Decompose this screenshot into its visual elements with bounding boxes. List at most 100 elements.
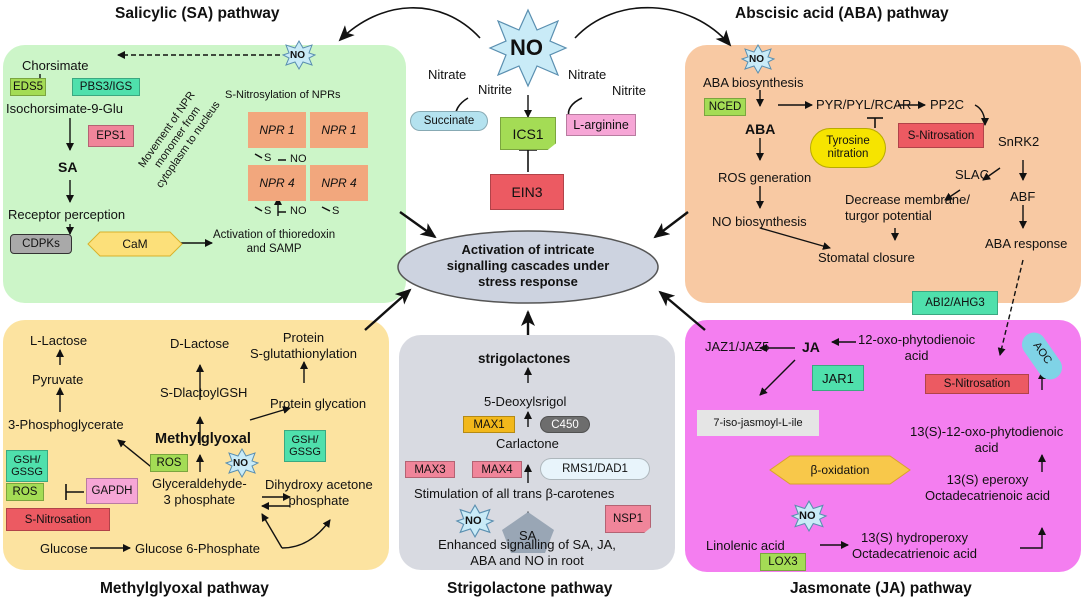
g3p-line-1: Glyceraldehyde-	[152, 476, 247, 491]
cdpks-box: CDPKs	[10, 234, 72, 254]
curved-arrow-no-sa	[338, 7, 481, 42]
no-biosynthesis: NO biosynthesis	[712, 214, 807, 229]
ja-snitrosation-box: S-Nitrosation	[925, 374, 1029, 394]
pp2c: PP2C	[930, 97, 964, 112]
sl-no-star-icon	[455, 504, 495, 538]
succinate-pill: Succinate	[410, 111, 488, 131]
sa-no-star-icon	[282, 40, 316, 70]
sa-no-label: NO	[290, 50, 305, 61]
carlactone: Carlactone	[496, 436, 559, 451]
rms1-dad1-pill: RMS1/DAD1	[540, 458, 650, 480]
nitrite-left: Nitrite	[478, 82, 512, 97]
ellipse-text: Activation of intricate signalling casca…	[398, 242, 658, 290]
eds5-box: EDS5	[10, 78, 46, 96]
aba-no-star-icon	[741, 44, 775, 74]
jar1-box: JAR1	[812, 365, 864, 391]
max1-box: MAX1	[463, 416, 515, 433]
ellipse-line-3: stress response	[478, 274, 578, 289]
aba-snitrosation-box: S-Nitrosation	[898, 123, 984, 148]
dhap-line-1: Dihydroxy acetone	[265, 477, 373, 492]
npr1-b: NPR 1	[310, 112, 368, 148]
stimulation-carotenes: Stimulation of all trans β-carotenes	[414, 486, 615, 501]
activation-line-1: Activation of thioredoxin	[213, 229, 336, 241]
npr4-b: NPR 4	[310, 165, 368, 201]
gsh-right-line-1: GSH/	[291, 434, 319, 446]
beta-oxidation-label: β-oxidation	[810, 463, 870, 477]
tyrosine-line-1: Tyrosine	[826, 135, 870, 147]
ja-no-label: NO	[799, 510, 816, 522]
center-no-label: NO	[510, 35, 543, 60]
opda: 12-oxo-phytodienoic acid	[858, 332, 975, 364]
receptor-perception: Receptor perception	[8, 207, 126, 222]
sl-panel	[399, 335, 675, 570]
abf: ABF	[1010, 189, 1036, 204]
stomatal-closure: Stomatal closure	[818, 250, 915, 265]
enhanced-line-2: ABA and NO in root	[470, 553, 584, 568]
aba-biosynthesis: ABA biosynthesis	[703, 75, 804, 90]
mg-no-label: NO	[233, 458, 248, 469]
cam-label: CaM	[122, 237, 148, 251]
aba-response: ABA response	[985, 236, 1068, 251]
iso-jasmoyl-box: 7-iso-jasmoyl-L-ile	[697, 410, 819, 436]
glucose: Glucose	[40, 541, 88, 556]
lox3-box: LOX3	[760, 553, 806, 571]
isochorismate: Isochorsimate-9-Glu	[6, 101, 124, 116]
pbs3-box: PBS3/IGS	[72, 78, 140, 96]
ja-panel	[685, 320, 1081, 572]
decrease-line-2: turgor potential	[845, 208, 932, 223]
ics1-box: ICS1	[500, 117, 556, 150]
pyr-pyl-rcar: PYR/PYL/RCAR	[816, 97, 912, 112]
g3p-line-2: 3 phosphate	[163, 492, 236, 507]
protein-line-2: S-glutathionylation	[250, 346, 357, 361]
glyceraldehyde-3-phosphate: Glyceraldehyde- 3 phosphate	[152, 476, 247, 508]
mg-snitrosation-box: S-Nitrosation	[6, 508, 110, 531]
abi2-box: ABI2/AHG3	[912, 291, 998, 315]
tyrosine-line-2: nitration	[827, 148, 869, 160]
eps1-box: EPS1	[88, 125, 134, 147]
linolenic-acid: Linolenic acid	[706, 538, 785, 553]
ellipse-line-1: Activation of intricate	[461, 242, 595, 257]
pyruvate: Pyruvate	[32, 372, 84, 387]
methylglyoxal: Methylglyoxal	[155, 431, 251, 447]
decrease-membrane: Decrease membrane/ turgor potential	[845, 192, 970, 224]
glucose-6-phosphate: Glucose 6-Phosphate	[135, 541, 261, 556]
gsh-left-line-2: GSSG	[11, 466, 43, 478]
max4-box: MAX4	[472, 461, 522, 478]
ros-box-a: ROS	[150, 454, 188, 472]
gsh-right-line-2: GSSG	[289, 446, 321, 458]
ellipse-line-2: signalling cascades under	[446, 258, 610, 273]
aba-no-label: NO	[749, 54, 764, 65]
aba-title: Abscisic acid (ABA) pathway	[735, 5, 949, 22]
s-1: S	[264, 152, 272, 164]
s-dlactoylgsh: S-DlactoylGSH	[160, 385, 248, 400]
opda-line-2: acid	[904, 348, 929, 363]
protein-glutathionylation: Protein S-glutathionylation	[250, 330, 357, 362]
s-3: S	[332, 205, 340, 217]
dhap-line-2: phosphate	[288, 493, 350, 508]
phosphoglycerate: 3-Phosphoglycerate	[8, 417, 124, 432]
no-1: NO	[290, 153, 307, 165]
tyrosine-nitration-pill: Tyrosine nitration	[810, 128, 886, 168]
curved-arrow-no-aba	[574, 6, 732, 47]
decrease-line-1: Decrease membrane/	[845, 192, 970, 207]
mg-no-star-icon	[225, 448, 259, 478]
deoxystrigol: 5-Deoxylsrigol	[484, 394, 567, 409]
c450-pill: C450	[540, 416, 590, 433]
nced-box: NCED	[704, 98, 746, 116]
d-lactose: D-Lactose	[170, 336, 230, 351]
nitrite-right: Nitrite	[612, 83, 646, 98]
hydroperoxy: 13(S) hydroperoxy Octadecatrienoic acid	[852, 530, 977, 562]
activation-line-2: and SAMP	[246, 243, 302, 255]
dihydroxy-acetone-phosphate: Dihydroxy acetone phosphate	[265, 477, 373, 509]
jaz1-jaz5: JAZ1/JAZ5	[705, 339, 770, 354]
enhanced-signalling: Enhanced signalling of SA, JA, ABA and N…	[432, 537, 622, 569]
s-2: S	[264, 205, 272, 217]
l-lactose: L-Lactose	[30, 333, 88, 348]
hydroperoxy-line-1: 13(S) hydroperoxy	[861, 530, 968, 545]
nitrate-right: Nitrate	[568, 67, 607, 82]
npr1-a: NPR 1	[248, 112, 306, 148]
ja-title: Jasmonate (JA) pathway	[790, 580, 972, 597]
ein3-box: EIN3	[490, 174, 564, 210]
opda13-line-2: acid	[974, 440, 999, 455]
larginine-box: L-arginine	[566, 114, 636, 136]
